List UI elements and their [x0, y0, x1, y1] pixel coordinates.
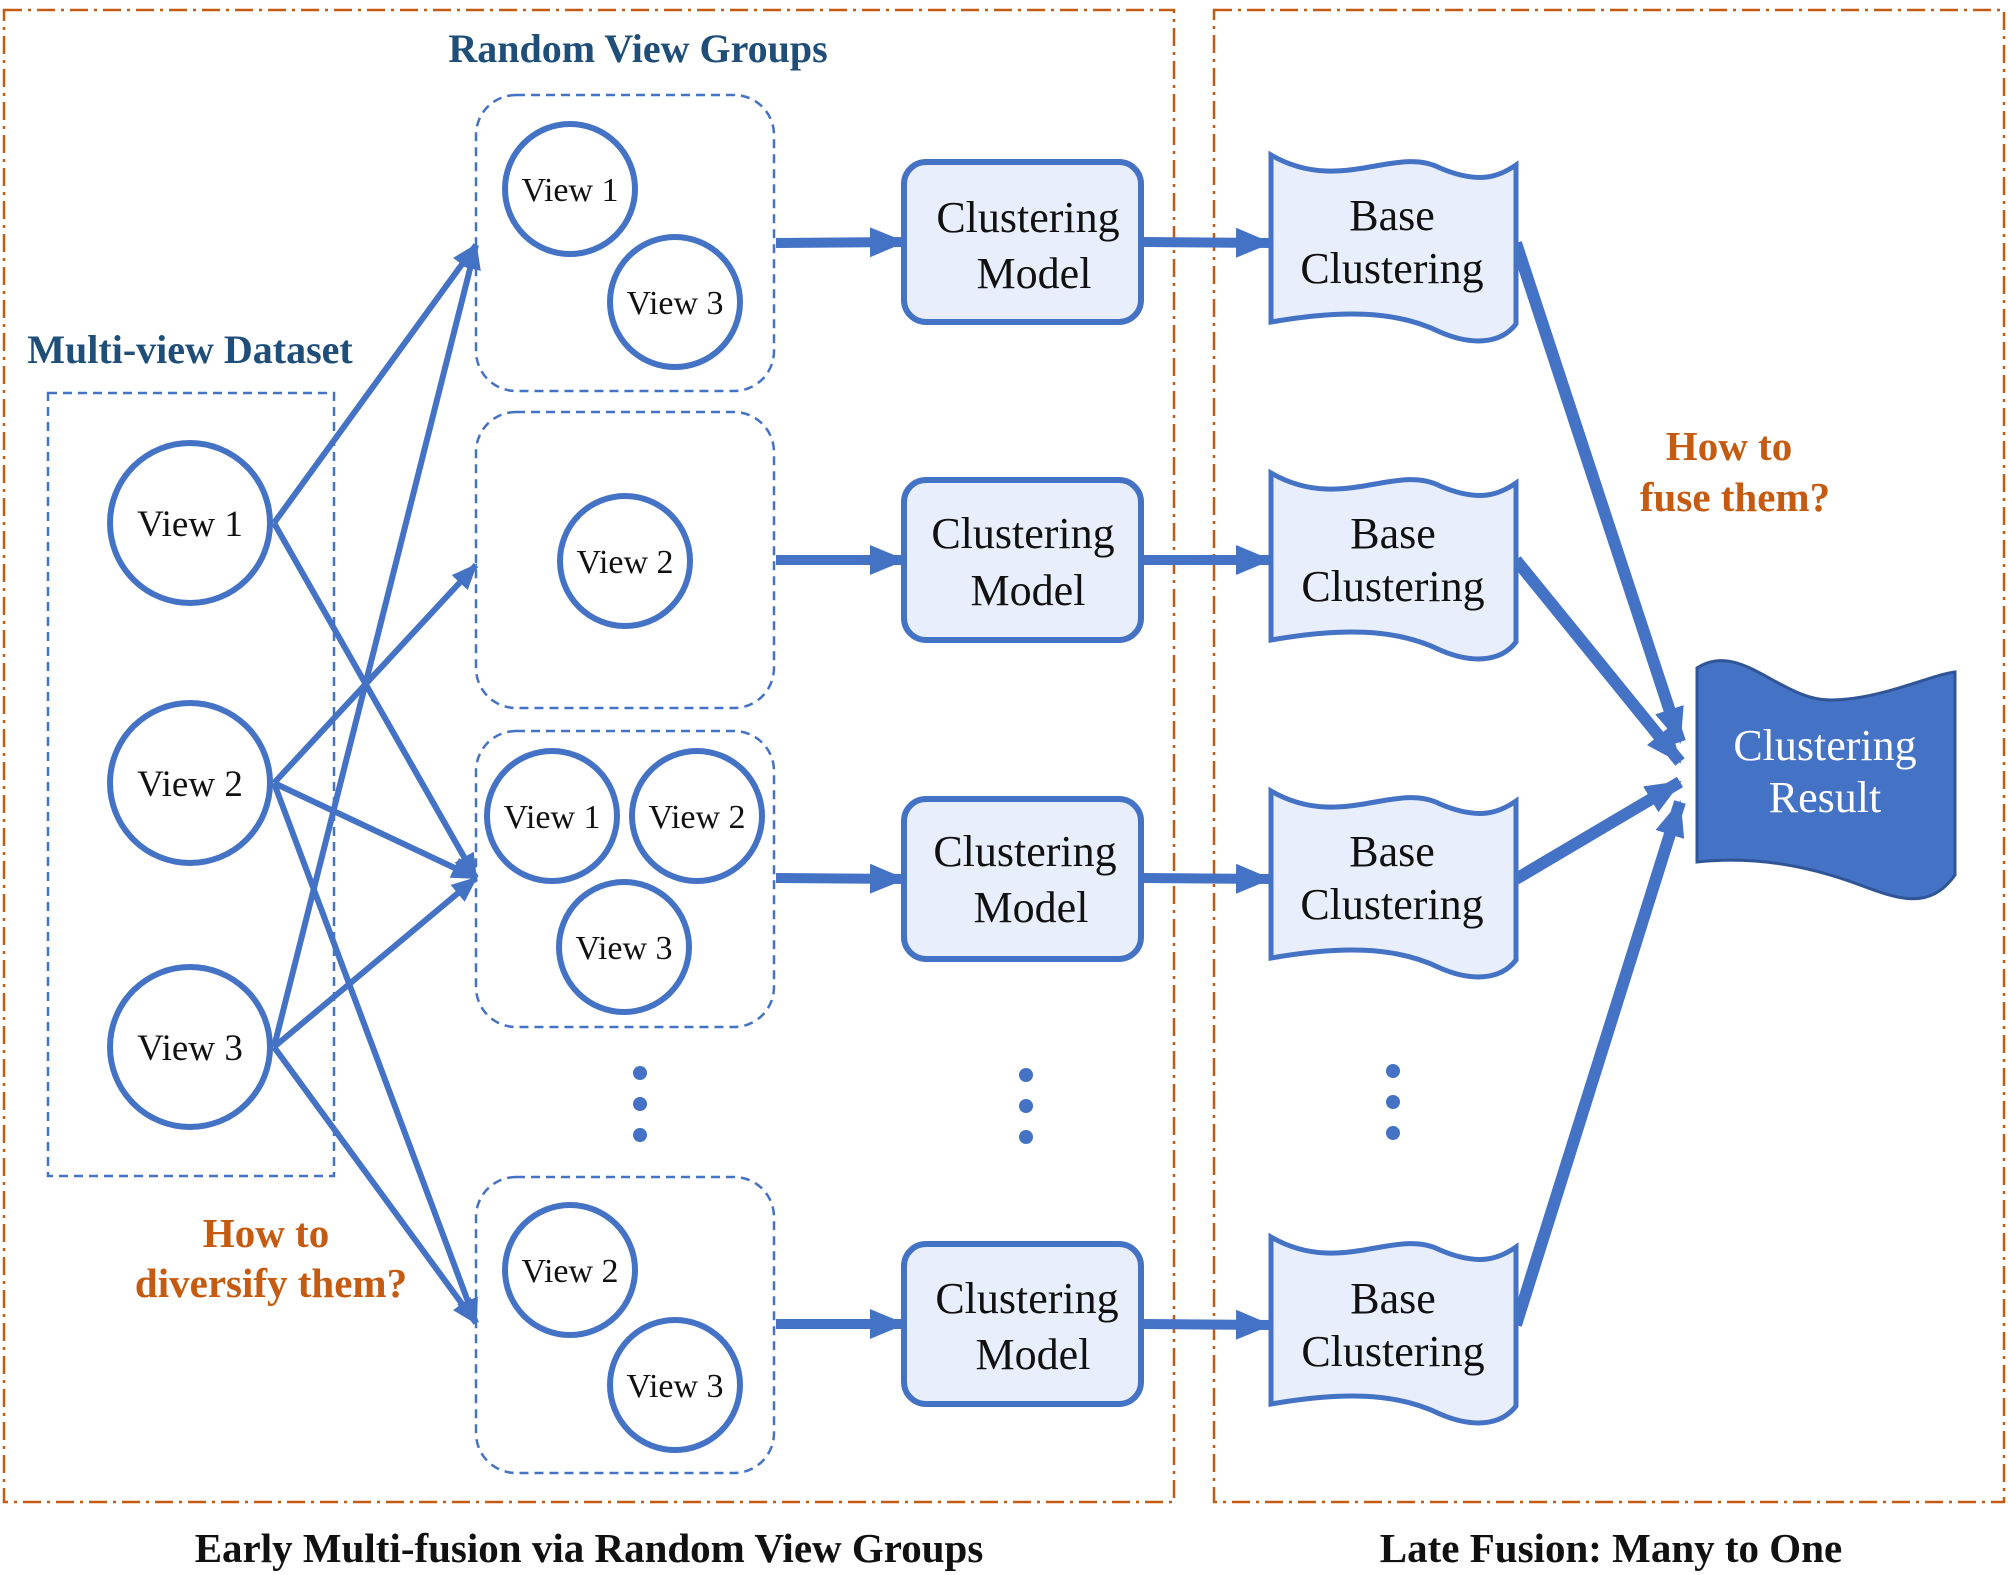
svg-text:Clustering: Clustering: [1301, 1327, 1484, 1376]
group-1-view-a: View 1: [502, 121, 638, 257]
group-1-view-b: View 3: [607, 234, 743, 370]
early-fusion-caption: Early Multi-fusion via Random View Group…: [195, 1525, 984, 1571]
diversify-question-line2: diversify them?: [135, 1260, 407, 1306]
svg-text:Clustering: Clustering: [935, 1274, 1118, 1323]
svg-text:View 1: View 1: [503, 799, 600, 836]
svg-text:Base: Base: [1349, 191, 1435, 240]
model-to-base-arrows: [1140, 227, 1272, 1340]
svg-text:Clustering: Clustering: [1300, 880, 1483, 929]
fuse-question-line2: fuse them?: [1640, 474, 1830, 520]
fuse-question-line1: How to: [1666, 423, 1792, 469]
svg-text:Base: Base: [1349, 827, 1435, 876]
arrow-v1-g1: [271, 243, 479, 525]
svg-text:Model: Model: [977, 249, 1092, 298]
svg-text:View 3: View 3: [626, 285, 723, 322]
base-clustering-2: Base Clustering: [1268, 468, 1519, 662]
group-4-view-b: View 3: [607, 1317, 743, 1453]
ellipsis-base: [1386, 1064, 1400, 1140]
group-box-4: [474, 1175, 776, 1475]
group-3-view-a: View 1: [484, 748, 620, 884]
svg-text:View 3: View 3: [626, 1368, 723, 1405]
svg-text:Base: Base: [1350, 1274, 1436, 1323]
base-to-result-arrows: [1510, 241, 1686, 1327]
group-box-1: [474, 93, 776, 393]
random-view-groups-title: Random View Groups: [448, 26, 827, 71]
svg-text:View 2: View 2: [648, 799, 745, 836]
svg-text:Model: Model: [976, 1330, 1091, 1379]
clustering-model-4: Clustering Model: [901, 1241, 1144, 1407]
group-to-model-arrows: [775, 227, 906, 1339]
svg-text:Clustering: Clustering: [1733, 721, 1916, 770]
clustering-result: Clustering Result: [1695, 659, 1957, 901]
ellipsis-groups: [633, 1066, 647, 1142]
multiview-dataset-title: Multi-view Dataset: [27, 327, 353, 372]
dataset-view-1-label: View 1: [137, 504, 243, 545]
group-4-view-a: View 2: [502, 1202, 638, 1338]
svg-text:View 2: View 2: [576, 544, 673, 581]
svg-text:Clustering: Clustering: [1301, 562, 1484, 611]
svg-text:View 2: View 2: [521, 1253, 618, 1290]
svg-text:View 1: View 1: [521, 172, 618, 209]
svg-text:View 3: View 3: [575, 930, 672, 967]
group-3-view-c: View 3: [556, 879, 692, 1015]
diversify-question-line1: How to: [203, 1210, 329, 1256]
late-fusion-frame: [1212, 8, 2006, 1504]
svg-text:Model: Model: [971, 566, 1086, 615]
arrow-v2-g4: [271, 781, 479, 1325]
clustering-model-1: Clustering Model: [901, 159, 1144, 325]
dataset-view-2-label: View 2: [137, 764, 243, 805]
dataset-view-2: View 2: [107, 700, 273, 866]
dataset-box: [46, 391, 336, 1178]
dataset-to-group-arrows: [271, 243, 481, 1325]
svg-text:Clustering: Clustering: [931, 509, 1114, 558]
arrow-v3-g4: [271, 1045, 479, 1325]
svg-text:Clustering: Clustering: [1300, 244, 1483, 293]
arrow-v3-g3: [272, 875, 478, 1050]
late-fusion-caption: Late Fusion: Many to One: [1380, 1525, 1842, 1571]
group-3-view-b: View 2: [629, 748, 765, 884]
arrow-v2-g2: [271, 562, 479, 786]
dataset-view-3: View 3: [107, 964, 273, 1130]
ellipsis-models: [1019, 1068, 1033, 1144]
arrow-v3-g1: [271, 243, 481, 1048]
arrow-v2-g3: [272, 780, 478, 881]
svg-text:Result: Result: [1769, 773, 1881, 822]
dataset-view-1: View 1: [107, 440, 273, 606]
group-2-view-a: View 2: [557, 493, 693, 629]
svg-text:Base: Base: [1350, 509, 1436, 558]
base-clustering-1: Base Clustering: [1268, 150, 1519, 344]
base-clustering-4: Base Clustering: [1268, 1232, 1519, 1426]
dataset-view-3-label: View 3: [137, 1028, 243, 1069]
early-fusion-frame: [2, 8, 1176, 1504]
base-clustering-3: Base Clustering: [1268, 786, 1519, 980]
clustering-model-3: Clustering Model: [901, 796, 1144, 962]
arrow-v1-g3: [271, 521, 479, 880]
svg-text:Clustering: Clustering: [933, 827, 1116, 876]
clustering-model-2: Clustering Model: [901, 477, 1144, 643]
svg-text:Clustering: Clustering: [936, 193, 1119, 242]
group-box-2: [474, 410, 776, 710]
svg-text:Model: Model: [974, 883, 1089, 932]
